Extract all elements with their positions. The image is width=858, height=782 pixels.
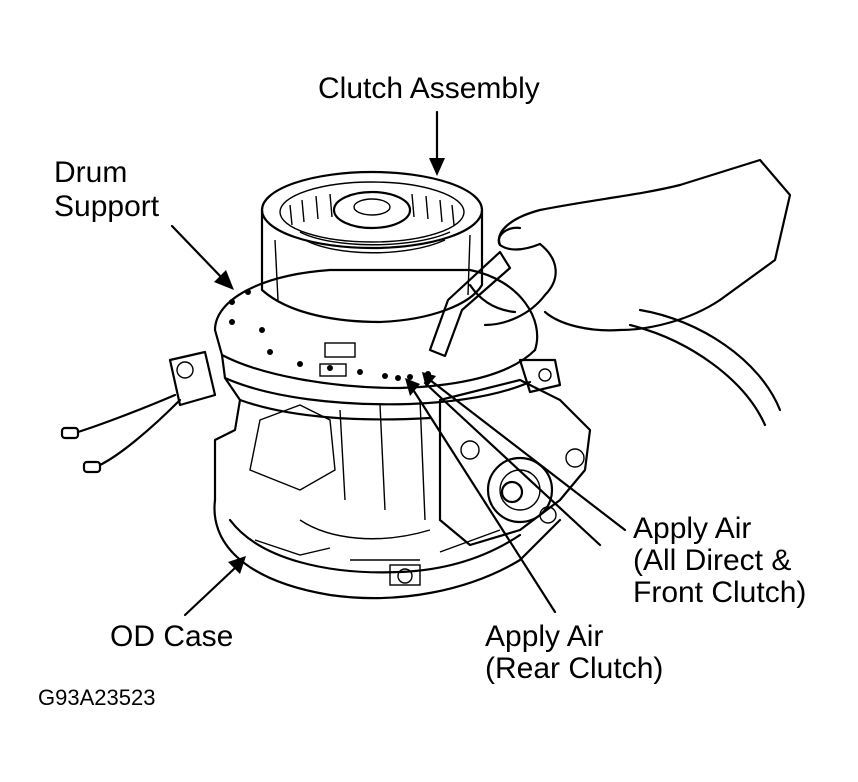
label-drum: Drum [54, 156, 128, 189]
od-case-shape [213, 398, 562, 600]
hand-with-air-gun [428, 158, 792, 427]
solenoid-and-wires [60, 350, 217, 474]
leader-arrows [170, 110, 627, 617]
label-front-clutch: Front Clutch) [633, 576, 807, 609]
label-apply-air-direct: Apply Air [633, 512, 752, 545]
label-support: Support [54, 190, 160, 223]
label-od-case: OD Case [110, 620, 234, 653]
label-clutch-assembly: Clutch Assembly [318, 72, 540, 105]
clutch-assembly-shape [260, 170, 484, 324]
figure-code: G93A23523 [38, 685, 156, 710]
drum-support-shape [213, 268, 539, 421]
label-apply-air-rear: Apply Air [485, 620, 604, 653]
label-rear-clutch: (Rear Clutch) [485, 652, 664, 685]
label-all-direct: (All Direct & [633, 544, 792, 577]
